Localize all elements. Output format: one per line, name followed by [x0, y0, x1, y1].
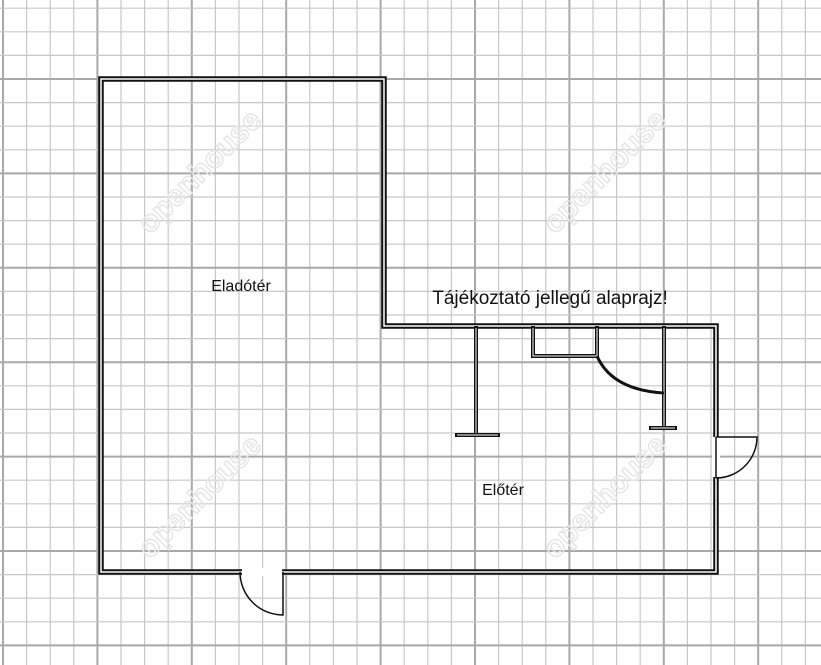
- interior-walls-inner: [457, 328, 675, 436]
- door-right: [715, 436, 758, 479]
- watermark: openhouse: [537, 428, 673, 564]
- disclaimer-note: Tájékoztató jellegű alaprajz!: [432, 288, 668, 309]
- walls: [98, 76, 758, 616]
- room-label-entrance-hall: Előtér: [482, 482, 524, 499]
- outer-wall-inner: [100, 78, 717, 573]
- interior-walls: [455, 326, 677, 437]
- watermark: openhouse: [132, 428, 268, 564]
- door-bottom: [239, 571, 284, 616]
- watermark: openhouse: [537, 103, 673, 239]
- room-label-sales-area: Eladótér: [211, 278, 271, 295]
- watermark: openhouse: [132, 103, 268, 239]
- door-arc-closet: [595, 355, 665, 395]
